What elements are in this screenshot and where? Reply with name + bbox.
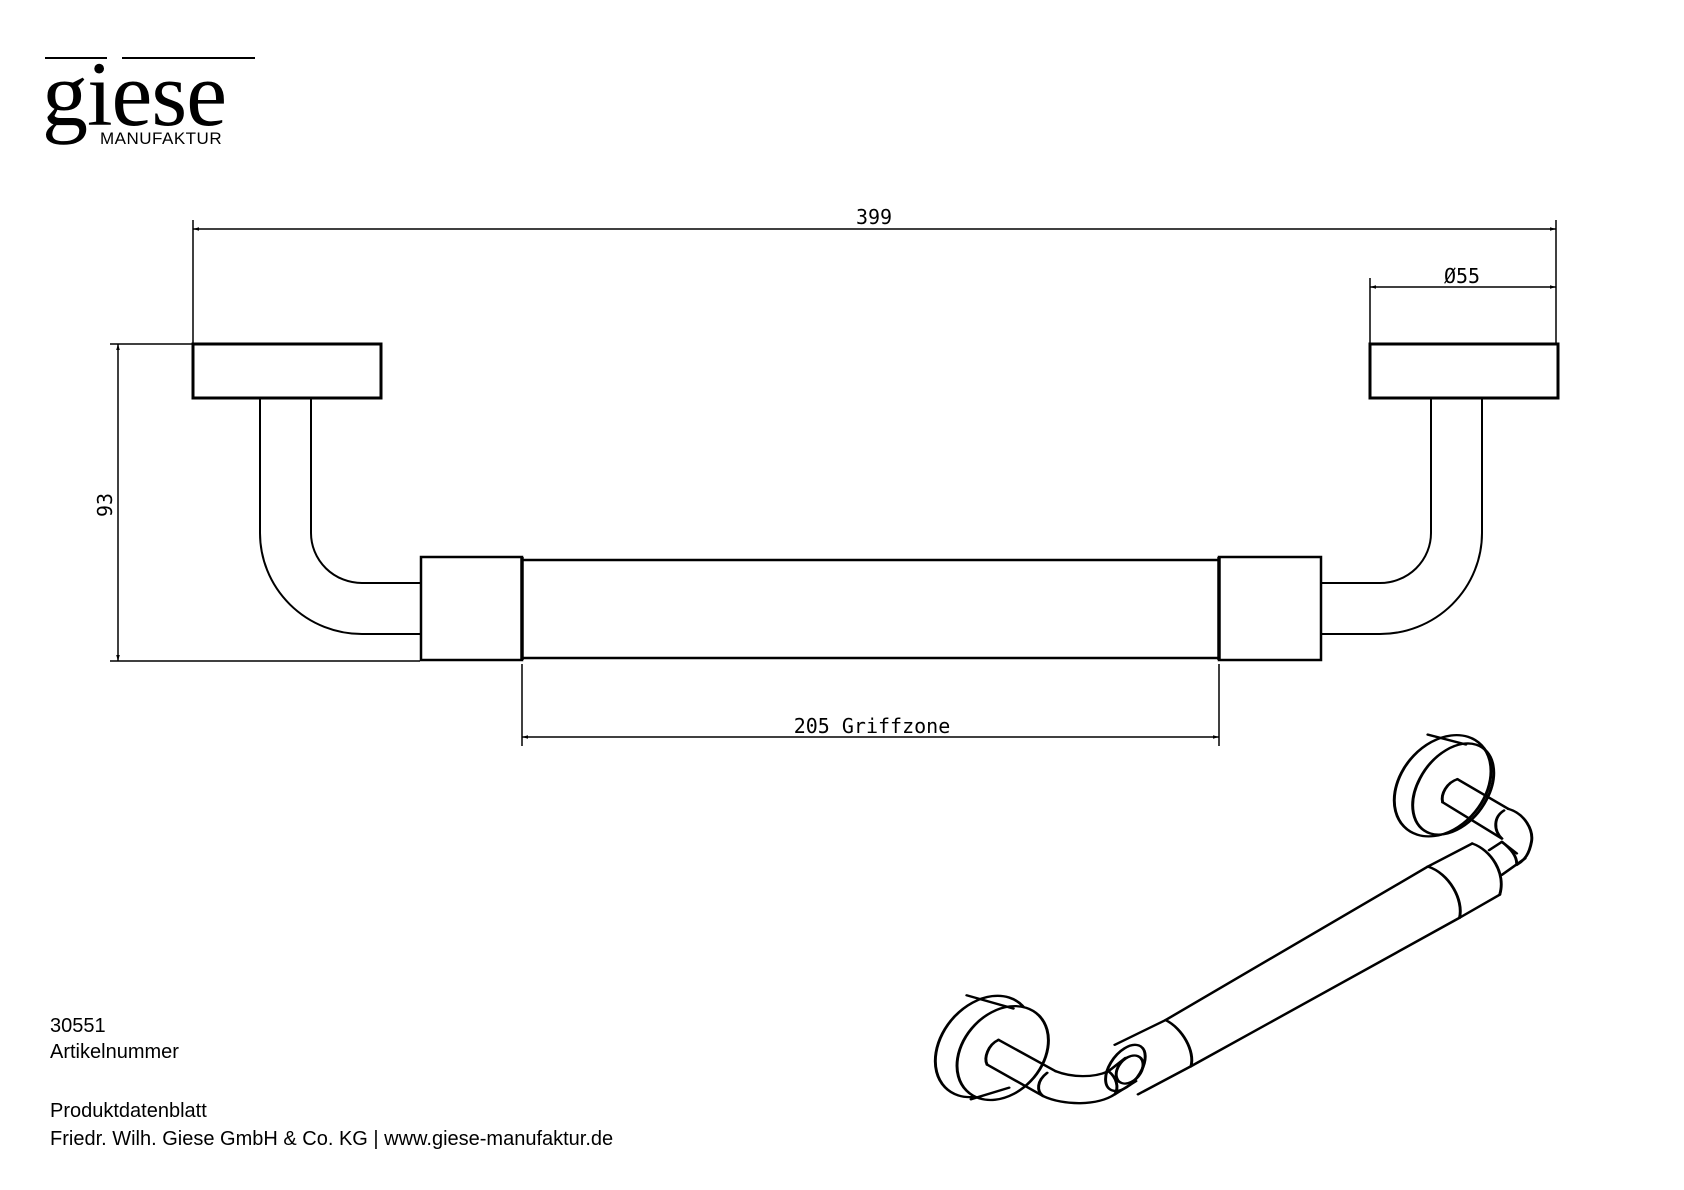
company-line: Friedr. Wilh. Giese GmbH & Co. KG | www.… <box>50 1128 614 1150</box>
giese-logo: giese MANUFAKTUR <box>40 43 260 150</box>
article-number: 30551 <box>50 1015 106 1037</box>
dim-projection-height-label: 93 <box>93 493 117 517</box>
logo-rule-left <box>45 57 107 59</box>
front-elevation <box>191 342 1560 662</box>
dim-plate-diameter-label: Ø55 <box>1444 264 1480 288</box>
isometric-view <box>933 733 1534 1105</box>
logo-wordmark: giese <box>42 43 227 145</box>
left-wall-plate <box>191 342 383 400</box>
left-sleeve <box>419 555 524 662</box>
right-wall-plate <box>1368 342 1560 400</box>
logo-subtitle: MANUFAKTUR <box>100 129 223 148</box>
dim-grip-zone-label: 205 Griffzone <box>794 714 951 738</box>
logo-rule-right <box>122 57 255 59</box>
dimensions <box>110 220 1557 746</box>
document-type: Produktdatenblatt <box>50 1100 207 1122</box>
right-sleeve <box>1217 555 1323 662</box>
left-arm <box>259 398 420 635</box>
dim-overall-width-label: 399 <box>856 205 892 229</box>
right-arm <box>1322 398 1483 635</box>
article-number-label: Artikelnummer <box>50 1041 179 1063</box>
